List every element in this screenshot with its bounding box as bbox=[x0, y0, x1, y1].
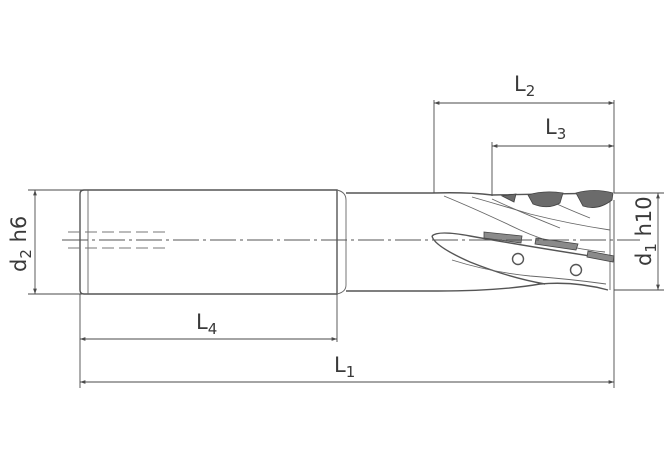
shank bbox=[79, 189, 347, 295]
d1-label: d1 h10 bbox=[632, 196, 660, 266]
l3-label: L3 bbox=[545, 115, 566, 143]
tool-body bbox=[346, 192, 611, 292]
cutting-inserts bbox=[483, 190, 615, 277]
dimension-lines bbox=[33, 101, 660, 384]
l4-label: L4 bbox=[196, 310, 217, 338]
center-lines bbox=[62, 231, 640, 249]
extension-lines bbox=[28, 100, 664, 388]
dimension-labels: L1 L4 L2 L3 d2 h6 d1 h10 bbox=[7, 72, 660, 381]
flutes bbox=[431, 195, 613, 285]
l1-label: L1 bbox=[334, 353, 355, 381]
l2-label: L2 bbox=[514, 72, 535, 100]
d2-label: d2 h6 bbox=[7, 216, 35, 272]
